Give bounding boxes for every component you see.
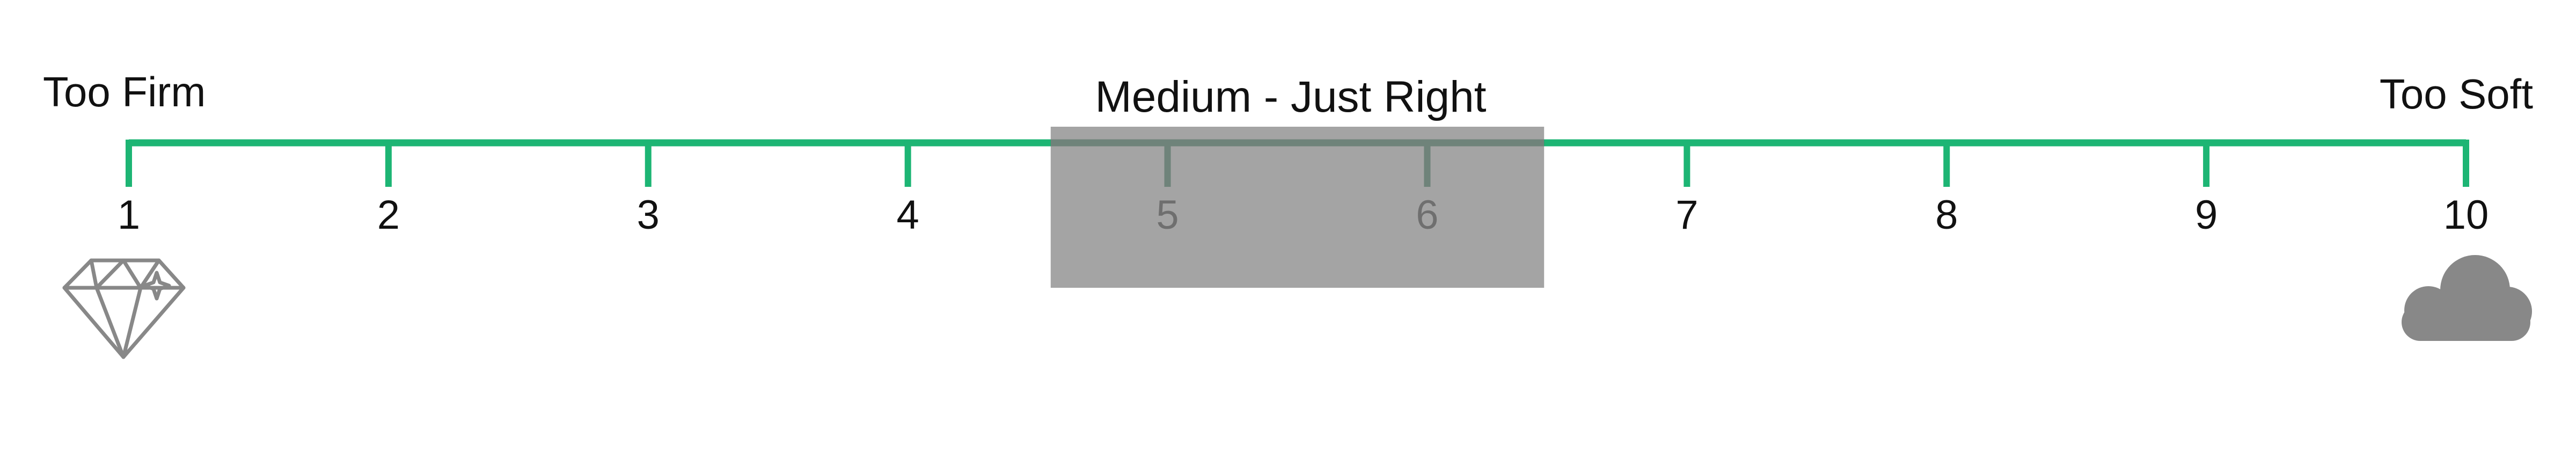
tick-label-2: 2	[377, 192, 400, 238]
cloud-icon	[2402, 255, 2532, 341]
too-soft-label: Too Soft	[2380, 70, 2534, 118]
tick-label-3: 3	[637, 192, 660, 238]
tick-label-10: 10	[2443, 192, 2489, 238]
diamond-icon	[62, 258, 186, 359]
tick-label-1: 1	[118, 192, 140, 238]
tick-label-7: 7	[1675, 192, 1698, 238]
medium-just-right-label: Medium - Just Right	[1095, 72, 1486, 121]
too-firm-label: Too Firm	[43, 68, 206, 115]
tick-label-8: 8	[1935, 192, 1958, 238]
medium-range-highlight	[1050, 127, 1545, 288]
tick-label-4: 4	[897, 192, 919, 238]
tick-label-9: 9	[2195, 192, 2218, 238]
